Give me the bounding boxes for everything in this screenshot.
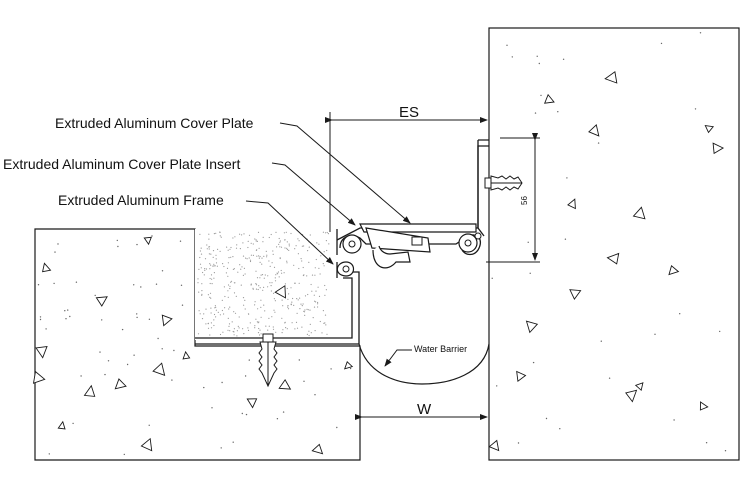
cover-plate-insert bbox=[365, 227, 431, 253]
water-barrier-curve bbox=[358, 343, 490, 385]
right-angle bbox=[477, 139, 489, 228]
frame-leader bbox=[245, 200, 334, 265]
cover-plate-leader bbox=[279, 122, 411, 224]
blockout-speckle bbox=[197, 231, 330, 337]
depth-dimension-label: 56 bbox=[519, 196, 529, 205]
water-barrier-leader bbox=[384, 349, 412, 367]
es-dimension-label: ES bbox=[399, 104, 420, 121]
depth-dimension bbox=[486, 133, 540, 263]
cover-plate-label: Extruded Aluminum Cover Plate bbox=[55, 115, 254, 131]
frame-label: Extruded Aluminum Frame bbox=[58, 192, 224, 208]
blockout-area bbox=[195, 229, 350, 340]
insert-slot bbox=[411, 236, 423, 246]
concrete-aggregate bbox=[32, 32, 727, 456]
cover-plate-insert-label: Extruded Aluminum Cover Plate Insert bbox=[3, 156, 241, 172]
left-anchor bbox=[258, 333, 278, 388]
es-dimension bbox=[325, 112, 490, 232]
w-dimension bbox=[355, 396, 488, 425]
right-anchor bbox=[484, 175, 523, 191]
cover-plate-insert-leader bbox=[271, 162, 356, 226]
cover-plate-body bbox=[359, 223, 477, 233]
right-concrete-slab bbox=[488, 27, 740, 461]
water-barrier-label: Water Barrier bbox=[414, 344, 468, 354]
w-dimension-label: W bbox=[417, 401, 432, 418]
center-pivot bbox=[372, 245, 411, 269]
